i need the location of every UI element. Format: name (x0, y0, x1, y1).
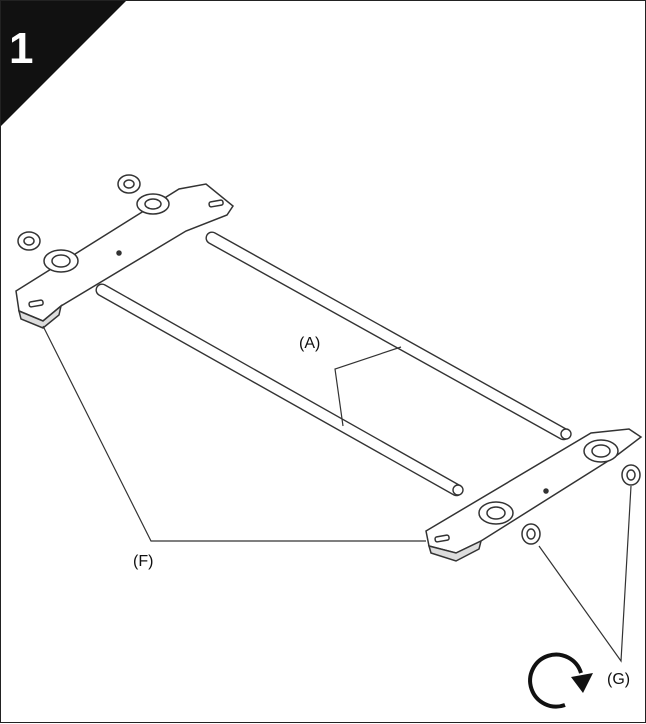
leader-line-g (538, 485, 632, 663)
leader-line-a (334, 346, 402, 427)
label-f: (F) (133, 553, 154, 570)
rod-back (205, 231, 572, 441)
washer-right-front (521, 523, 541, 545)
rotate-clockwise-icon (528, 652, 593, 709)
rod-front (95, 283, 464, 497)
washer-left-bottom (17, 231, 41, 251)
label-a: (A) (299, 335, 321, 352)
label-g: (G) (607, 671, 631, 688)
washer-right-back (621, 464, 641, 486)
step-badge (1, 1, 126, 126)
leader-line-f (42, 325, 426, 542)
step-number: 1 (9, 24, 34, 73)
bracket-right (425, 428, 643, 562)
bracket-left (15, 183, 235, 329)
washer-left-top (117, 174, 141, 194)
